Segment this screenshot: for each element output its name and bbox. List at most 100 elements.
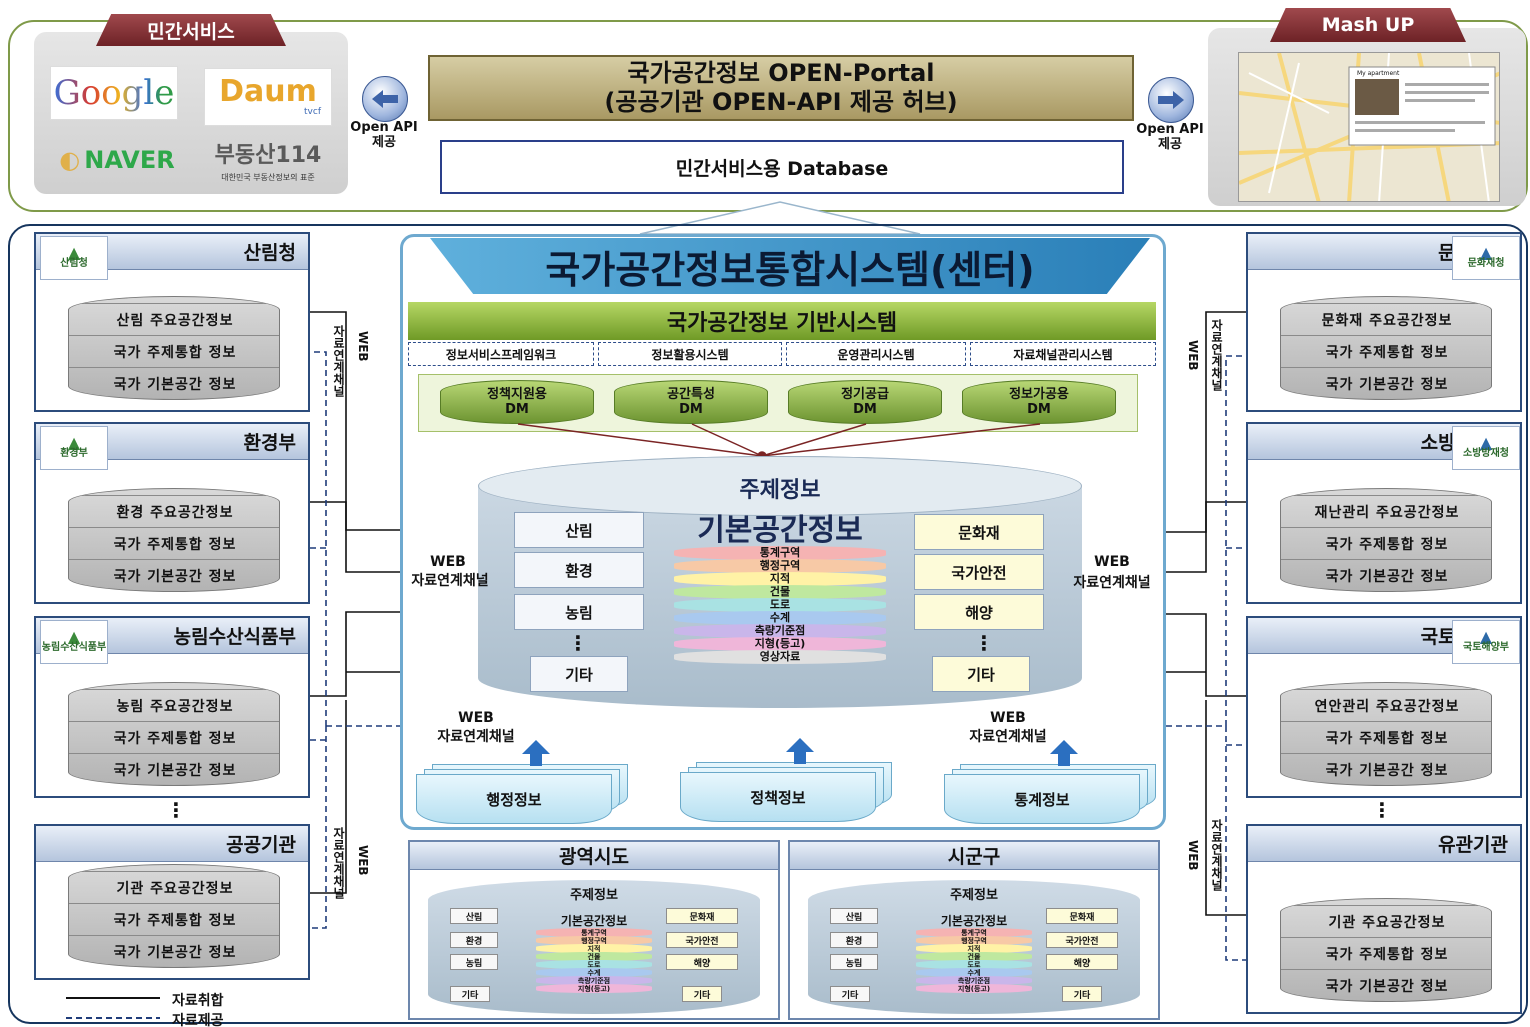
subsystem-operation: 운영관리시스템 [786,342,966,366]
up-arrow-icon [522,740,550,754]
input-doc: 행정정보 [416,774,612,824]
agency-logo-icon: ▲국토해양부 [1452,620,1520,664]
region-base-layer: 수계 [536,968,652,977]
center-title: 국가공간정보통합시스템(센터) [430,238,1150,294]
up-arrow-shaft [1058,754,1070,766]
agency-logo-mark: ▲ [1479,433,1493,452]
mashup-tab: Mash UP [1270,8,1466,42]
region-right-theme: 해양 [666,954,738,970]
base-layer: 건물 [674,585,886,599]
web-label-left-mid: WEB [430,554,466,570]
agency-db-layer: 국가 주제통합 정보 [1281,937,1491,969]
region-right-theme: 기타 [682,986,722,1002]
agency-db-layer: 농림 주요공간정보 [69,689,279,721]
agency-logo-text: 문화재청 [1467,258,1505,269]
region-base-layer: 건물 [536,952,652,961]
region-base-title: 기본공간정보 [560,913,628,928]
channel-label-left-low: 자료연계채널 [437,729,515,745]
agency-logo-icon: ▲소방방재청 [1452,426,1520,470]
agency-db-layer: 재난관리 주요공간정보 [1281,495,1491,527]
region-base-layer: 지적 [916,944,1032,953]
channel-vertical-left-top: 자료연계채널 [331,325,346,397]
legend-solid-label: 자료취합 [172,993,224,1009]
subsystem-framework: 정보서비스프레임워크 [408,342,594,366]
region-name: 시군구 [790,842,1158,870]
agency-db-layer: 국가 주제통합 정보 [1281,721,1491,753]
agency-db-layer: 국가 기본공간 정보 [69,559,279,591]
left-theme-dots: ⋮ [568,631,588,655]
region-base-layer: 통계구역 [536,928,652,937]
right-arrow-icon [1148,77,1194,123]
agency-db-layer: 국가 주제통합 정보 [69,721,279,753]
agency-logo-text: 소방방재청 [1463,448,1509,459]
agency-logo-text: 환경부 [60,448,88,459]
region-left-theme: 산림 [830,908,878,924]
web-vertical-right-top: WEB [1186,339,1200,371]
channel-vertical-right-bottom: 자료연계채널 [1209,819,1224,891]
agency-logo-mark: ▲ [1479,243,1493,262]
agency-logo-mark: ▲ [67,243,81,262]
region-left-theme: 환경 [830,932,878,948]
region-right-theme: 국가안전 [1046,932,1118,948]
region-base-layer: 건물 [916,952,1032,961]
web-vertical-right-bottom: WEB [1186,839,1200,871]
base-layer: 행정구역 [674,559,886,573]
region-theme-title: 주제정보 [950,887,998,903]
channel-label-right-low: 자료연계채널 [969,729,1047,745]
agency-logo-text: 농림수산식품부 [41,642,107,653]
right-theme-box: 문화재 [914,514,1044,550]
left-theme-box: 기타 [530,656,628,692]
region-base-layer: 행정구역 [536,936,652,945]
agency-db-layer: 국가 기본공간 정보 [1281,559,1491,591]
private-database-box: 민간서비스용 Database [440,140,1124,194]
left-more-dots: ⋮ [166,798,186,822]
agency-db-layer: 국가 주제통합 정보 [1281,335,1491,367]
up-arrow-icon [786,738,814,752]
agency-db-layer: 기관 주요공간정보 [1281,905,1491,937]
region-base-layer: 통계구역 [916,928,1032,937]
left-theme-box: 환경 [514,552,644,588]
region-base-layer: 행정구역 [916,936,1032,945]
agency-logo-icon: ▲산림청 [40,236,108,280]
national-system-frame [8,224,1528,1024]
up-arrow-shaft [530,754,542,766]
agency-db-layer: 환경 주요공간정보 [69,495,279,527]
right-more-dots: ⋮ [1372,798,1392,822]
left-theme-box: 산림 [514,512,644,548]
input-doc: 통계정보 [944,774,1140,824]
region-right-theme: 국가안전 [666,932,738,948]
web-label-right-mid: WEB [1094,554,1130,570]
right-theme-box: 해양 [914,594,1044,630]
region-right-theme: 해양 [1046,954,1118,970]
subsystem-channel: 자료채널관리시스템 [970,342,1156,366]
region-name: 광역시도 [410,842,778,870]
agency-db-layer: 문화재 주요공간정보 [1281,303,1491,335]
web-vertical-left-top: WEB [356,330,370,362]
realestate114-subtitle: 대한민국 부동산정보의 표준 [221,172,315,182]
base-layer: 지형(등고) [674,637,886,651]
daum-logo: Daum tvcf [204,68,332,126]
base-layer: 도로 [674,598,886,612]
region-theme-title: 주제정보 [570,887,618,903]
region-left-theme: 환경 [450,932,498,948]
region-right-theme: 문화재 [666,908,738,924]
legend-dashed-label: 자료제공 [172,1013,224,1027]
region-base-title: 기본공간정보 [940,913,1008,928]
